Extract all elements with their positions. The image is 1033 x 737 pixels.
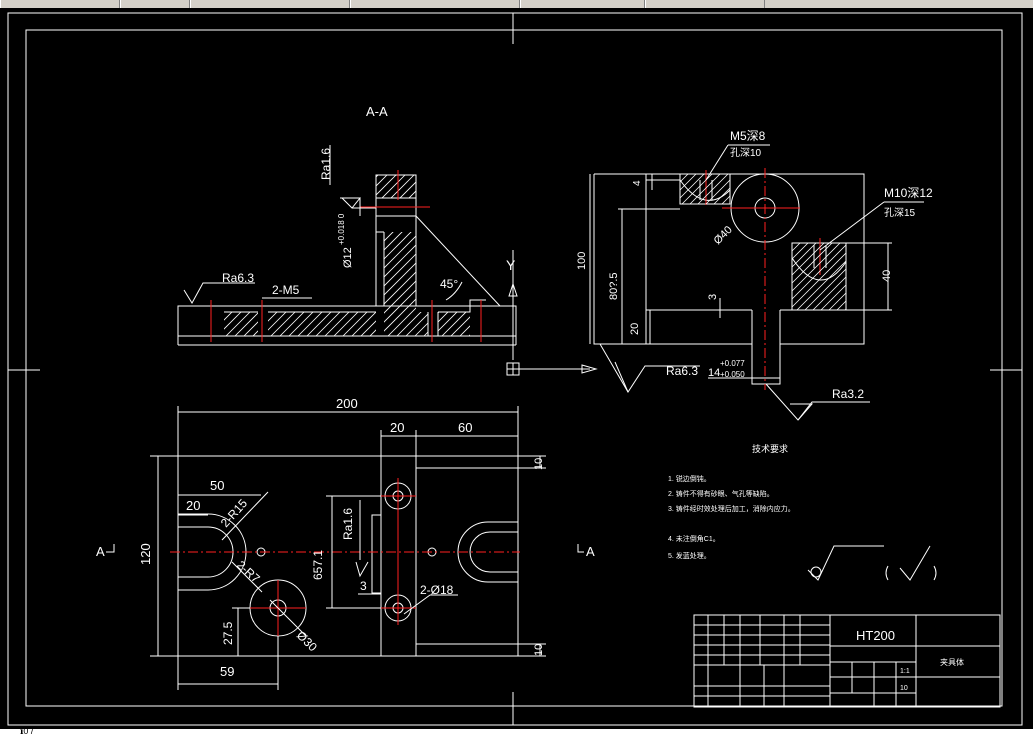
dim-40: 40 [881,270,893,282]
dim-100: 100 [576,252,588,270]
tech-req-item-4: 4. 未注倒角C1。 [668,534,720,543]
angle-label: 45° [440,277,458,291]
slot-tol-lower: +0.050 [720,370,745,379]
toolbar-segment[interactable] [190,0,350,8]
toolbar-segment[interactable] [350,0,520,8]
slot-tol-upper: +0.077 [720,359,745,368]
bore-dim: Ø12 [342,247,354,268]
dim-20-top: 20 [390,420,404,435]
dim-20-left: 20 [186,498,200,513]
tech-req-item-3: 3. 铸件经时效处理后加工，消除内应力。 [668,504,795,513]
dim-50: 50 [210,478,224,493]
roughness-symbol [807,545,884,581]
tech-requirements: 技术要求 1. 锐边倒钝。 2. 铸件不得有砂眼、气孔等缺陷。 3. 铸件经时效… [668,443,937,581]
m5-label-line1: M5深8 [730,129,766,143]
dim-3-plan: 3 [360,579,367,593]
dim-59: 59 [220,664,234,679]
dim-10-top: 10 [533,458,545,470]
qty-cell: 10 [900,685,908,692]
m10-label-line2: 孔深15 [884,207,916,219]
toolbar-segment[interactable] [120,0,190,8]
axis-y-label: Y [506,257,516,273]
dim-20: 20 [629,323,641,335]
m5-label-line2: 孔深10 [730,147,762,159]
tech-req-item-1: 1. 锐边倒钝。 [668,474,711,483]
phi40-dim: Ø40 [712,224,735,247]
right-section-marker: A [586,544,595,559]
cad-drawing-canvas[interactable]: A-A [0,8,1033,729]
title-block: HT200 夹具体 1:1 10 [693,614,1001,708]
dim-60: 60 [458,420,472,435]
m10-label-line1: M10深12 [884,186,933,200]
tech-req-item-2: 2. 铸件不得有砂眼、气孔等缺陷。 [668,489,774,498]
ra16-plan: Ra1.6 [341,508,355,540]
command-line-strip[interactable]: ℹ0 / [0,726,1033,737]
dim-phi30: Ø30 [294,628,320,654]
inner-frame [25,29,1003,707]
dim-3: 3 [707,294,719,300]
ra-left-label: Ra6.3 [222,271,254,285]
dim-10-bottom: 10 [533,644,545,656]
dim-27-5: 27.5 [221,621,235,645]
left-section-marker: A [96,544,105,559]
section-title: A-A [366,104,388,119]
ra63-label: Ra6.3 [666,364,698,378]
slot-width: 14 [708,367,720,379]
toolbar-segment[interactable] [0,0,120,8]
thread-label: 2-M5 [272,283,300,297]
dim-120: 120 [138,543,153,565]
material-label: HT200 [856,628,895,643]
toolbar-segment[interactable] [645,0,765,8]
scale-cell: 1:1 [900,668,910,675]
dim-657: 657.1 [311,550,325,580]
dim-r7: 2-R7 [234,558,263,586]
tech-req-title: 技术要求 [752,443,788,454]
status-text: ℹ0 / [20,726,34,736]
top-toolbar-strip [0,0,1033,8]
ra32-label: Ra3.2 [832,387,864,401]
part-name: 夹具体 [940,657,964,667]
plan-view: 200 20 60 10 10 50 20 2-R15 2-R7 120 27.… [96,396,595,690]
toolbar-segment[interactable] [520,0,645,8]
dim-4: 4 [632,180,643,186]
outer-frame [7,12,1023,726]
tech-req-item-5: 5. 发蓝处理。 [668,551,711,560]
bore-tolerance: +0.018 0 [337,213,346,245]
ra-top-label: Ra1.6 [319,148,333,180]
side-view: Ø40 M5深8 孔深10 M10深12 孔深15 100 80?.5 20 4… [576,129,933,421]
dim-80: 80?.5 [608,272,620,300]
dim-200: 200 [336,396,358,411]
holes-18-label: 2-Ø18 [420,583,454,597]
